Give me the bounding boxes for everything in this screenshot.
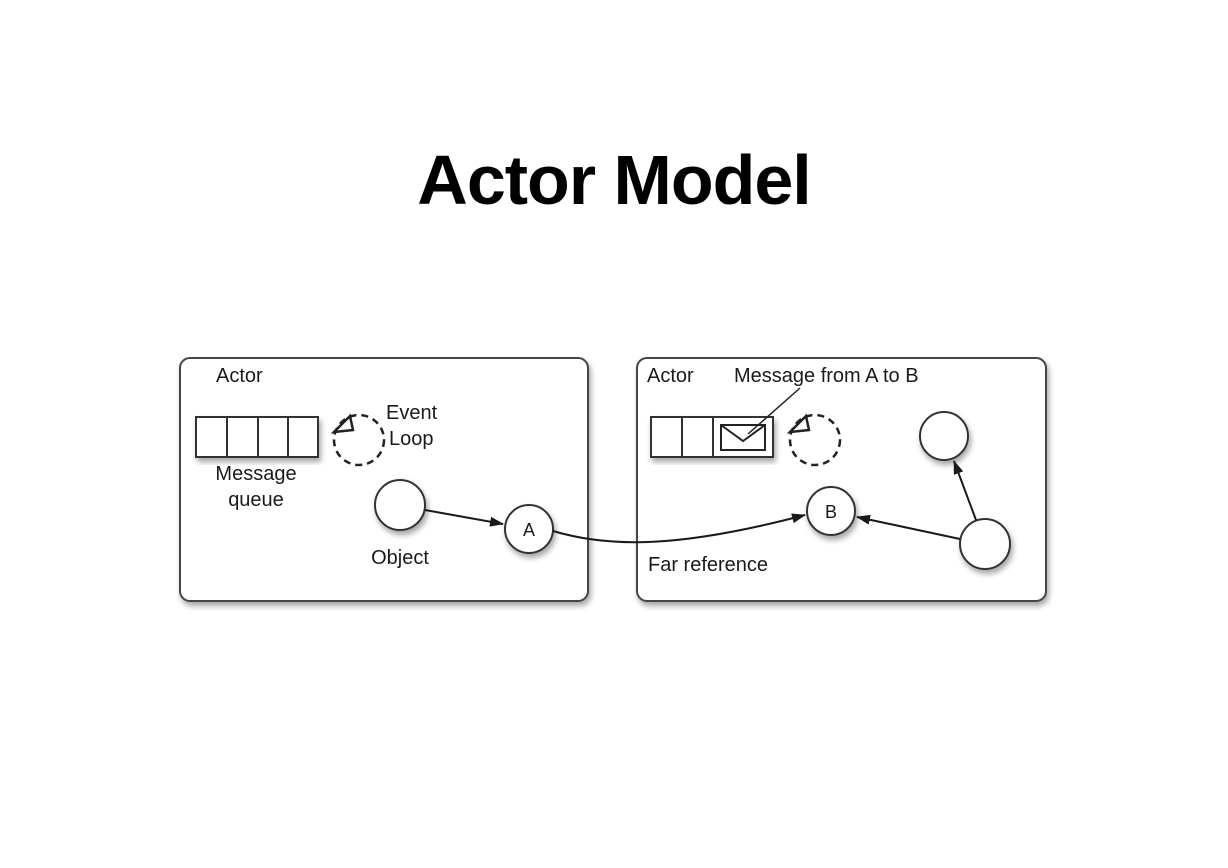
- left-object-node: [374, 479, 426, 531]
- far-reference-curve: [552, 513, 806, 544]
- left-queue-label-line2: queue: [228, 489, 284, 511]
- left-actor-label: Actor: [216, 365, 263, 387]
- bottom-to-top-arrow: [953, 460, 977, 521]
- target-node-b-label: B: [825, 502, 837, 522]
- left-queue-label-line1: Message: [215, 463, 296, 485]
- object-to-a-arrow: [424, 509, 504, 527]
- far-reference-label: Far reference: [648, 554, 768, 576]
- envelope-icon: [720, 424, 766, 451]
- far-ref-node-a: [504, 504, 554, 554]
- left-object-label: Object: [371, 547, 429, 569]
- right-object-bottom: [959, 518, 1011, 570]
- right-object-top: [919, 411, 969, 461]
- slide-title: Actor Model: [417, 141, 811, 219]
- left-event-loop-icon: [330, 413, 386, 467]
- left-message-queue: [195, 416, 319, 458]
- bottom-to-b-arrow: [856, 514, 961, 540]
- message-leader-line: [747, 387, 801, 435]
- left-loop-label-line1: Event: [386, 402, 438, 424]
- left-loop-label-line2: Loop: [389, 428, 434, 450]
- far-ref-node-a-label: A: [523, 520, 535, 540]
- right-actor-label: Actor: [647, 365, 694, 387]
- target-node-b: [806, 486, 856, 536]
- right-event-loop-icon: [786, 413, 842, 467]
- right-message-label: Message from A to B: [734, 365, 919, 387]
